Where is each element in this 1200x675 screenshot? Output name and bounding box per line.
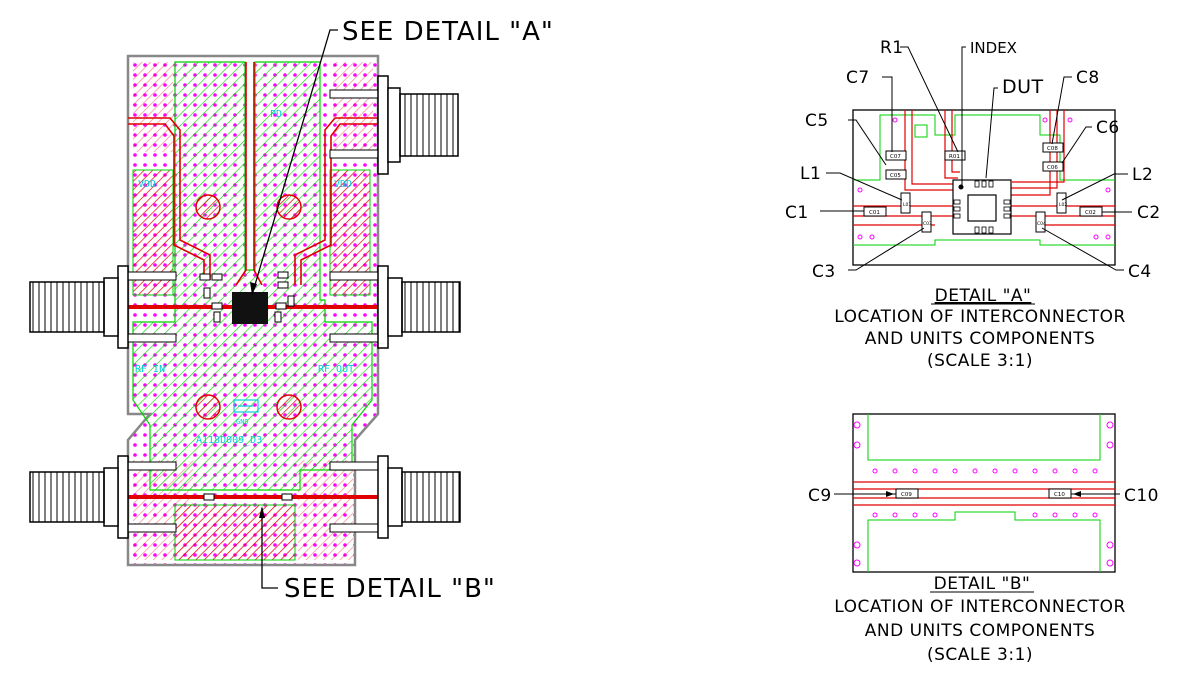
- component-c03: C03: [921, 211, 932, 233]
- sma-connector-bottom-right: [377, 455, 461, 539]
- sma-connector-right-rf-out: [377, 265, 461, 349]
- detail-a-title: DETAIL "A": [935, 286, 1032, 306]
- mounting-hole: [195, 194, 221, 220]
- svg-text:C04: C04: [1037, 221, 1046, 227]
- svg-text:C01: C01: [869, 210, 880, 216]
- detail-a-dut-ic: [952, 179, 1012, 235]
- detail-b: C09 C10 C9 C10 DETAIL "B" LOCATION OF IN…: [808, 413, 1159, 665]
- svg-text:R01: R01: [949, 154, 960, 160]
- ref-index: INDEX: [970, 39, 1017, 57]
- detail-a-caption-line3: (SCALE 3:1): [927, 351, 1033, 371]
- mounting-hole: [276, 194, 302, 220]
- sma-connector-top-right: [377, 75, 459, 175]
- component-c07: C07: [885, 150, 907, 161]
- svg-text:L02: L02: [1059, 202, 1067, 208]
- ref-c2: C2: [1137, 203, 1161, 223]
- callout-detail-b: SEE DETAIL "B": [259, 506, 496, 604]
- component-c10: C10: [1048, 488, 1072, 499]
- gnd-symbol: [233, 399, 259, 413]
- callout-detail-a: SEE DETAIL "A": [250, 17, 554, 296]
- mounting-hole: [195, 394, 221, 420]
- detail-a: C07 R01 C08 C05 C06 L01 L02 C01: [785, 38, 1161, 371]
- callout-a-text: SEE DETAIL "A": [342, 17, 554, 47]
- ref-c3: C3: [812, 262, 836, 282]
- label-vdd-left: VDD: [138, 179, 156, 190]
- svg-text:C08: C08: [1047, 146, 1058, 152]
- label-rf-out: RF OUT: [318, 364, 354, 375]
- svg-text:C02: C02: [1085, 210, 1096, 216]
- detail-b-caption-line3: (SCALE 3:1): [927, 645, 1033, 665]
- ref-c4: C4: [1128, 262, 1152, 282]
- ref-r1: R1: [880, 38, 904, 58]
- mounting-hole: [276, 394, 302, 420]
- svg-text:C07: C07: [890, 154, 901, 160]
- label-gnd: GND: [236, 418, 249, 426]
- ref-l2: L2: [1132, 165, 1153, 185]
- main-board: PD VDD VDD RF IN RF OUT A118D009_D3 GND: [126, 54, 380, 567]
- ref-c10: C10: [1124, 486, 1159, 506]
- component-c04: C04: [1035, 211, 1046, 233]
- component-c09: C09: [895, 488, 919, 499]
- component-c02: C02: [1079, 206, 1103, 217]
- detail-a-caption-line2: AND UNITS COMPONENTS: [865, 329, 1096, 349]
- label-rf-in: RF IN: [135, 364, 165, 375]
- detail-b-caption-line1: LOCATION OF INTERCONNECTOR: [834, 597, 1126, 617]
- component-l01: L01: [900, 192, 911, 214]
- svg-text:C09: C09: [901, 492, 912, 498]
- pin1-index-dot: [958, 184, 964, 190]
- svg-text:C10: C10: [1054, 492, 1065, 498]
- detail-b-caption-line2: AND UNITS COMPONENTS: [865, 621, 1096, 641]
- callout-b-text: SEE DETAIL "B": [284, 574, 496, 604]
- component-c08: C08: [1042, 142, 1064, 153]
- dut-chip: [232, 292, 268, 324]
- label-part-number: A118D009_D3: [196, 435, 262, 446]
- ref-c7: C7: [846, 68, 870, 88]
- svg-text:C06: C06: [1047, 165, 1058, 171]
- ref-c8: C8: [1076, 68, 1100, 88]
- sma-connector-bottom-left: [29, 455, 129, 539]
- ref-dut: DUT: [1002, 76, 1044, 98]
- component-c05: C05: [885, 169, 907, 180]
- component-l02: L02: [1056, 192, 1067, 214]
- ref-c5: C5: [805, 111, 829, 131]
- ref-c1: C1: [785, 203, 809, 223]
- detail-b-title: DETAIL "B": [934, 574, 1031, 594]
- svg-text:L01: L01: [903, 202, 911, 208]
- label-vdd-right: VDD: [334, 179, 352, 190]
- sma-connector-left-rf-in: [29, 265, 129, 349]
- svg-text:C05: C05: [890, 173, 901, 179]
- detail-a-caption-line1: LOCATION OF INTERCONNECTOR: [834, 307, 1126, 327]
- svg-text:C03: C03: [923, 221, 932, 227]
- component-r01: R01: [944, 150, 966, 161]
- ref-l1: L1: [800, 164, 821, 184]
- component-c06: C06: [1042, 161, 1064, 172]
- ref-c9: C9: [808, 486, 832, 506]
- ref-c6: C6: [1096, 118, 1120, 138]
- component-c01: C01: [863, 206, 887, 217]
- ground-plane: [132, 61, 373, 491]
- label-pd: PD: [270, 109, 282, 120]
